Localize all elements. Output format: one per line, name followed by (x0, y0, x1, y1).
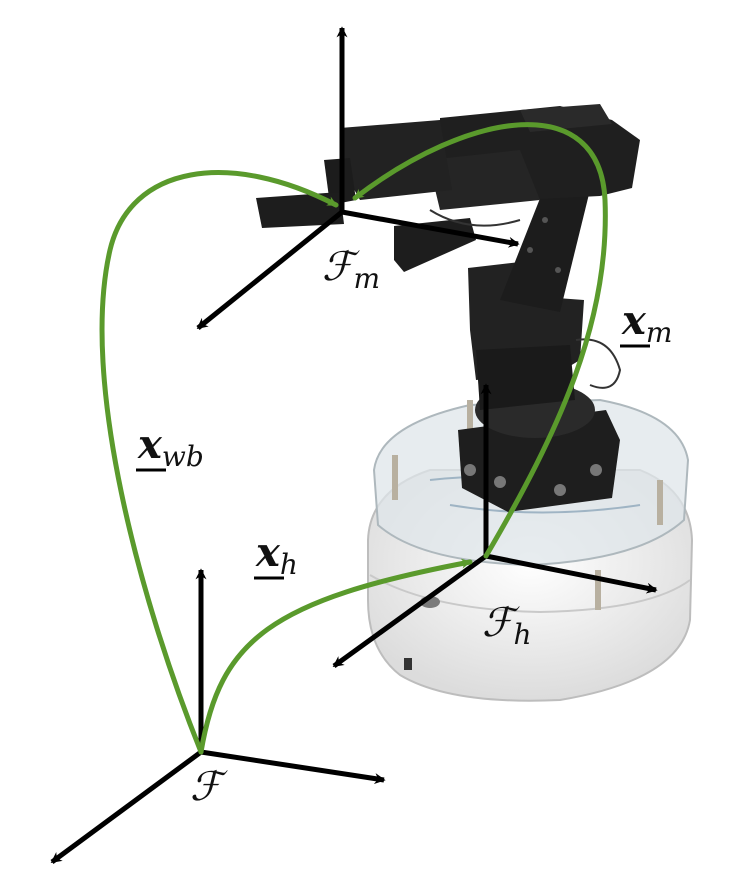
label-transform-whole-body: xwb (136, 421, 204, 473)
curve-whole-body-transform (99, 170, 339, 755)
arm-wrist (428, 104, 640, 210)
curve-base-transform (198, 558, 473, 755)
svg-text:xh: xh (255, 529, 298, 581)
arm-gripper (256, 120, 521, 272)
svg-text:xm: xm (621, 297, 672, 349)
arm-link (500, 178, 590, 312)
curve-arm-transform (352, 122, 608, 559)
label-transform-base: xh (254, 529, 298, 581)
frame-manipulator-axes (196, 26, 520, 330)
robot-illustration (256, 104, 694, 702)
svg-text:xwb: xwb (137, 421, 204, 473)
label-frame-world: ℱ (190, 764, 228, 810)
label-transform-arm: xm (620, 297, 672, 349)
frame-world-axes (50, 568, 386, 865)
label-frame-manipulator: ℱm (322, 244, 380, 295)
frame-mobile-base-axes (332, 383, 658, 669)
transform-curves (99, 122, 608, 755)
arm-shoulder (468, 262, 622, 410)
